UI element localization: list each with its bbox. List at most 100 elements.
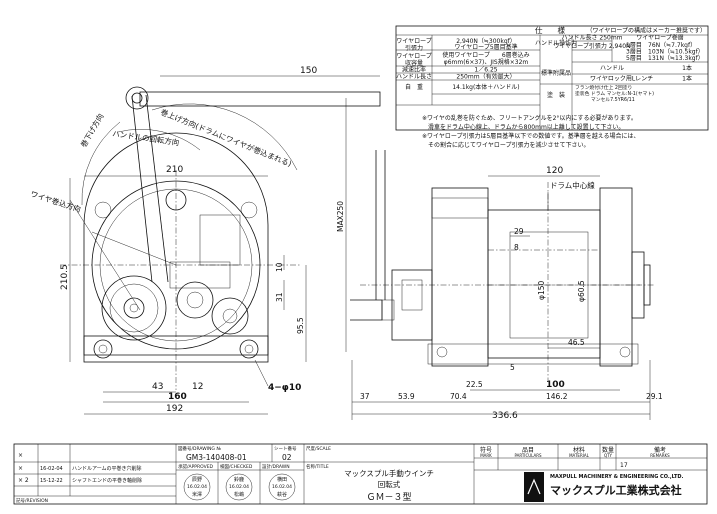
rev-mark-2: × xyxy=(18,465,23,472)
spec-label-pull: ワイヤロープ引張力 xyxy=(396,38,431,52)
title-label: 名称/TITLE xyxy=(306,463,329,470)
dim-29: 29 xyxy=(514,227,524,236)
spec-paint-label: 塗 装 xyxy=(547,91,565,99)
svg-text:松嶋: 松嶋 xyxy=(234,491,244,498)
spec-handle-op-label: ハンドル操作力 xyxy=(535,39,577,47)
side-dimensions: 120 29 8 φ150 φ60.5 46.5 5 22.5 100 37 5… xyxy=(351,166,663,421)
dim-max250: MAX250 xyxy=(336,201,345,232)
spec-accessory-wrench: ワイヤロック用Lレンチ xyxy=(590,76,653,83)
spec-paint-line-3: マンセル7.5YR6/11 xyxy=(575,97,635,103)
label-wire-in-direction: ワイヤ巻込方向 xyxy=(29,188,82,214)
spec-capacity-value: 使用ワイヤロープ 6層巻込み xyxy=(442,51,529,59)
dim-70-4: 70.4 xyxy=(450,392,467,401)
dim-150: 150 xyxy=(300,66,317,76)
parts-head-qty: 数量 xyxy=(602,446,614,454)
spec-ratio-value: 1／6.25 xyxy=(474,67,497,74)
qty-mark: 17 xyxy=(620,462,628,469)
spec-layer-head: ワイヤロープ巻層 xyxy=(636,34,683,42)
label-drum-center: ドラム中心線 xyxy=(550,180,595,190)
dim-160: 160 xyxy=(168,392,187,402)
spec-paint-line-2: 塗装色 ドラム マンセル:N-1(ヤマト) xyxy=(575,90,654,97)
spec-weight-value: 14.1kg(本体＋ハンドル) xyxy=(452,83,519,91)
spec-handle-op-length: ハンドル長さ 250mm xyxy=(561,35,622,42)
spec-layer-3: 3層目 xyxy=(626,49,642,56)
model-name: ＧＭ－３型 xyxy=(366,492,411,503)
svg-text:16.02.04: 16.02.04 xyxy=(229,484,249,490)
spec-handle-length-value: 250mm（有効最大） xyxy=(456,73,515,81)
dim-146-2: 146.2 xyxy=(546,392,568,401)
side-view: ドラム中心線 xyxy=(350,150,655,380)
rev-desc-3: シャフトエンドの平巻き軸削除 xyxy=(72,477,142,484)
dim-phi60-5: φ60.5 xyxy=(577,280,586,302)
note-1: ※ワイヤの乱巻を防ぐため、フリートアングルを2°以内にする必要があります。 xyxy=(422,114,637,122)
dim-phi150: φ150 xyxy=(537,281,546,300)
svg-text:MATERIAL: MATERIAL xyxy=(569,453,590,458)
svg-text:米澤: 米澤 xyxy=(192,491,202,498)
parts-head-remarks: 備考 xyxy=(654,446,666,454)
dim-95-5: 95.5 xyxy=(296,317,305,334)
spec-accessory-handle: ハンドル xyxy=(600,65,624,72)
rev-date-3: 15-12-22 xyxy=(40,478,63,484)
dim-210: 210 xyxy=(166,165,183,175)
spec-capacity-rope: φ6mm(6×37)、JIS規格×32m xyxy=(444,58,529,66)
dim-22-5: 22.5 xyxy=(466,380,483,389)
dim-holes: 4−φ10 xyxy=(268,383,301,393)
drawn-label: 設計/DRAWN xyxy=(262,463,290,470)
title-block: × × 16-02-04 ハンドルアームの平巻き穴削除 × 2 15-12-22… xyxy=(13,443,708,505)
parts-head-particulars: 品目 xyxy=(522,447,534,454)
parts-head-material: 材料 xyxy=(573,446,585,454)
dim-37: 37 xyxy=(360,392,370,401)
spec-label-handle-length: ハンドル長さ xyxy=(396,74,432,81)
parts-head-mark: 符号 xyxy=(480,446,492,454)
spec-layer-1: 1層目 xyxy=(626,42,642,49)
dim-8: 8 xyxy=(514,243,519,252)
rev-desc-2: ハンドルアームの平巻き穴削除 xyxy=(72,465,142,472)
note-3: ※ワイヤロープ引張力は5層目基準以下での数値です。基準層を越える場合には、 xyxy=(422,132,640,140)
dim-336-6: 336.6 xyxy=(492,411,518,421)
svg-text:辰野: 辰野 xyxy=(192,476,202,483)
spec-accessory-handle-qty: 1本 xyxy=(682,64,692,72)
label-unwind-direction: 巻下げ方向 xyxy=(78,112,105,149)
spec-paint-line-1: フラン焼付け仕上 2回塗り xyxy=(575,84,632,91)
title-line-2: 回転式 xyxy=(378,479,401,489)
stamp-checked: 鈴鹿 16.02.04 松嶋 xyxy=(225,473,253,501)
company-name-jp: マックスプル工業株式会社 xyxy=(550,483,682,497)
drawing-no: GM3-140408-01 xyxy=(186,453,247,462)
spec-layer-5-value: 131N（≒13.3kgf） xyxy=(648,55,704,62)
company-name-en: MAXPULL MACHINERY & ENGINEERING CO.,LTD. xyxy=(550,474,684,480)
stamp-drawn: 横田 16.02.04 萩谷 xyxy=(268,473,296,501)
spec-accessories-label: 標準附属品 xyxy=(541,69,571,77)
spec-label-ratio: 減速比率 xyxy=(402,66,426,74)
svg-text:PARTICULARS: PARTICULARS xyxy=(514,453,542,458)
dim-12: 12 xyxy=(192,382,203,392)
note-4: その割合に応じてワイヤロープ引張力を減少させて下さい。 xyxy=(422,141,589,149)
dim-192: 192 xyxy=(166,404,183,414)
svg-text:MARK: MARK xyxy=(480,453,492,458)
title-line-1: マックスプル手動ウインチ xyxy=(344,468,434,478)
spec-label-weight: 自 重 xyxy=(405,83,423,91)
svg-text:16.02.04: 16.02.04 xyxy=(187,484,207,490)
approved-label: 承認/APPROVED xyxy=(178,463,214,470)
front-dimensions: 150 MAX250 210 210.5 10 31 95.5 43 12 16… xyxy=(60,66,381,415)
dim-100: 100 xyxy=(546,380,565,390)
spec-layer-5: 5層目 xyxy=(626,55,642,62)
rev-label: 記号/REVISION xyxy=(16,497,48,504)
dim-10: 10 xyxy=(275,262,284,272)
checked-label: 検図/CHECKED xyxy=(220,463,253,470)
dim-29-1: 29.1 xyxy=(646,392,663,401)
note-2: 滑車をドラム中心線上、ドラムから800mm以上離して設置して下さい。 xyxy=(422,123,624,131)
spec-pull-value: 2,940N（≒300kgf） xyxy=(456,38,516,45)
spec-note: （ワイヤロープの構成はメーカー推奨です） xyxy=(587,27,706,35)
spec-label-capacity: ワイヤロープ収容量 xyxy=(396,53,431,67)
company-logo xyxy=(524,472,544,502)
spec-table: 仕 様 （ワイヤロープの構成はメーカー推奨です） ワイヤロープ引張力 2,940… xyxy=(395,25,709,131)
svg-text:萩谷: 萩谷 xyxy=(277,491,287,498)
dim-53-9: 53.9 xyxy=(398,392,415,401)
notes: ※ワイヤの乱巻を防ぐため、フリートアングルを2°以内にする必要があります。 滑車… xyxy=(422,114,640,149)
rev-date-2: 16-02-04 xyxy=(40,466,63,472)
stamp-approved: 辰野 16.02.04 米澤 xyxy=(183,473,211,501)
svg-text:横田: 横田 xyxy=(277,476,287,483)
sheet-label: シート番号 xyxy=(274,445,297,452)
spec-pull-basis: ワイヤロープ5層目基準 xyxy=(454,43,517,51)
